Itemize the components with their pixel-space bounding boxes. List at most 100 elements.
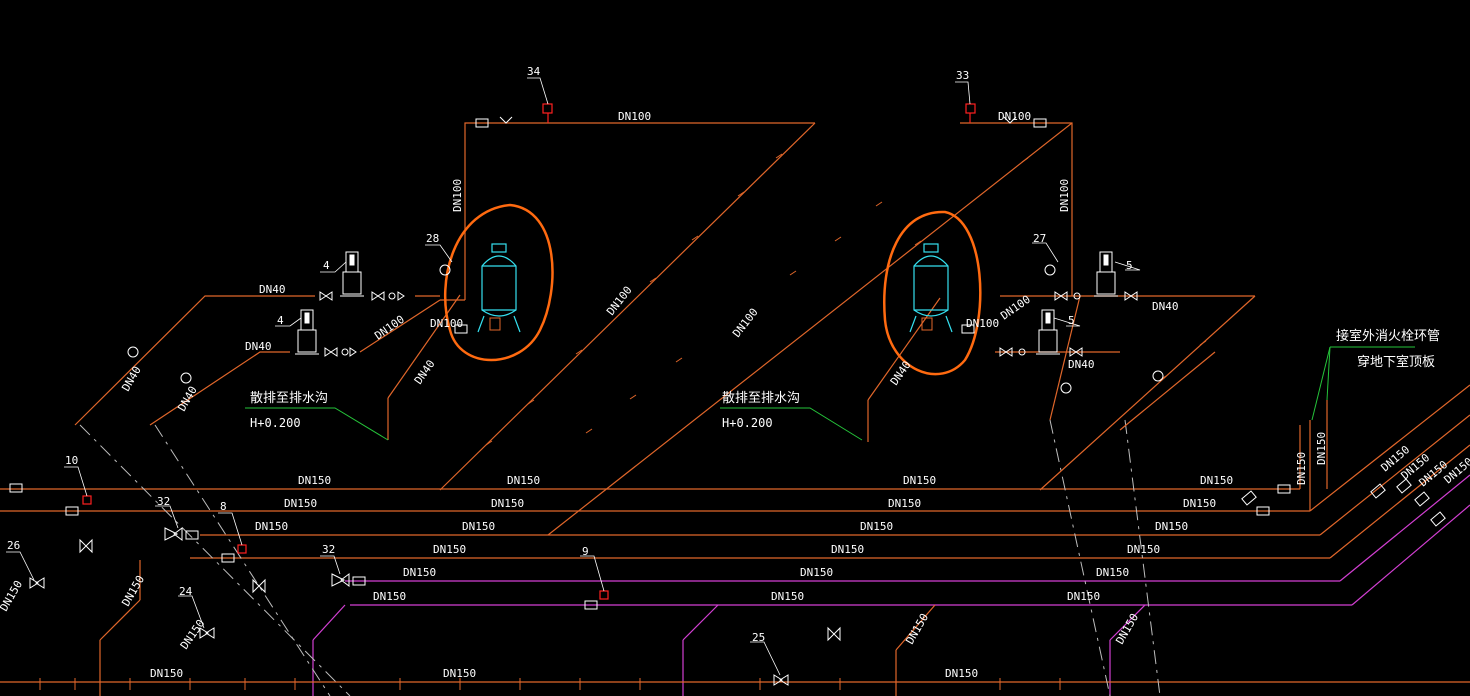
connect-note-line2: 穿地下室顶板 bbox=[1357, 354, 1435, 370]
main-header-pipes bbox=[0, 384, 1470, 696]
pump-4b-icon bbox=[295, 309, 319, 355]
leader-lines bbox=[6, 77, 1141, 676]
dn150-label: DN150 bbox=[860, 520, 893, 533]
tag-8: 8 bbox=[220, 500, 227, 513]
pressure-gauge-icon bbox=[1152, 370, 1164, 382]
dn40-b: DN40 bbox=[245, 340, 272, 353]
tag-27: 27 bbox=[1033, 232, 1046, 245]
diag-right-dn100 bbox=[547, 122, 1073, 536]
dn150-label: DN150 bbox=[771, 590, 804, 603]
tag-24: 24 bbox=[179, 585, 193, 598]
tag-5b: 5 bbox=[1068, 314, 1075, 327]
dn150-label: DN150 bbox=[831, 543, 864, 556]
dn150-label: DN150 bbox=[255, 520, 288, 533]
pressure-tank-left bbox=[477, 243, 521, 333]
pressure-gauge-icon bbox=[180, 372, 192, 384]
tag-4a: 4 bbox=[323, 259, 330, 272]
dn150-label: DN150 bbox=[888, 497, 921, 510]
pressure-gauge-28-icon bbox=[439, 264, 451, 276]
dn40-g: DN40 bbox=[1152, 300, 1179, 313]
valve-box-icon bbox=[1277, 484, 1291, 494]
diag-far-right-2 bbox=[1119, 351, 1216, 431]
dn100-vert-left: DN100 bbox=[451, 179, 464, 212]
bottom-branch-mid bbox=[895, 604, 936, 651]
dn150-label: DN150 bbox=[507, 474, 540, 487]
pressure-gauge-icon bbox=[127, 346, 139, 358]
diag-far-right bbox=[1039, 295, 1256, 491]
tag-5a: 5 bbox=[1126, 259, 1133, 272]
drain-note-left: 散排至排水沟 bbox=[250, 391, 328, 406]
dn150-label: DN150 bbox=[433, 543, 466, 556]
pressure-gauge-icon bbox=[1060, 382, 1072, 394]
connect-note-line1: 接室外消火栓环管 bbox=[1336, 328, 1440, 344]
green-leaders bbox=[245, 346, 1415, 441]
dn150-label: DN150 bbox=[150, 667, 183, 680]
branch-magenta-1 bbox=[312, 604, 346, 641]
upper-pipe-loops bbox=[74, 122, 1255, 426]
dn100-tank-left: DN100 bbox=[430, 317, 463, 330]
bottom-branch-left bbox=[99, 599, 141, 641]
dn150-label: DN150 bbox=[945, 667, 978, 680]
dn150-label: DN150 bbox=[1200, 474, 1233, 487]
branch-magenta-2 bbox=[682, 604, 719, 641]
pump-discharge-left bbox=[359, 299, 441, 353]
diag-header-5 bbox=[1339, 474, 1470, 582]
pump-group bbox=[9, 116, 1446, 686]
gate-valve-icon bbox=[475, 118, 489, 128]
valve-box-icon bbox=[584, 600, 598, 610]
gate-valve-icon bbox=[1033, 118, 1047, 128]
dn150-label: DN150 bbox=[403, 566, 436, 579]
pump-5b-icon bbox=[1036, 309, 1060, 355]
dn150-label: DN150 bbox=[373, 590, 406, 603]
elevation-right: H+0.200 bbox=[722, 416, 773, 430]
valve-box-icon bbox=[1256, 506, 1270, 516]
dn150-label: DN150 bbox=[1096, 566, 1129, 579]
tag-32b: 32 bbox=[322, 543, 335, 556]
tag-25: 25 bbox=[752, 631, 765, 644]
tag-26: 26 bbox=[7, 539, 20, 552]
pressure-gauge-27-icon bbox=[1044, 264, 1056, 276]
tag-4b: 4 bbox=[277, 314, 284, 327]
pump-valve-strings bbox=[319, 291, 1138, 357]
dn150-label: DN150 bbox=[284, 497, 317, 510]
diag-right-drain bbox=[867, 297, 941, 401]
dn100-vert-right: DN100 bbox=[1058, 179, 1071, 212]
pressure-tank-right bbox=[909, 243, 953, 333]
gate-valve-icon bbox=[961, 324, 975, 334]
dn150-label: DN150 bbox=[298, 474, 331, 487]
tag-9: 9 bbox=[582, 545, 589, 558]
tag-28: 28 bbox=[426, 232, 439, 245]
valve-box-icon bbox=[9, 483, 23, 493]
dn150-label: DN150 bbox=[1067, 590, 1100, 603]
dn150-label: DN150 bbox=[1183, 497, 1216, 510]
diag-header-4 bbox=[1329, 444, 1470, 559]
dn100-top-right: DN100 bbox=[998, 110, 1031, 123]
diag-left-dn100 bbox=[439, 122, 816, 491]
loop-left bbox=[464, 122, 815, 300]
check-valve-icon bbox=[499, 116, 513, 124]
tag-33: 33 bbox=[956, 69, 969, 82]
pump-5a-icon bbox=[1094, 251, 1118, 297]
valve-box-icon bbox=[221, 553, 235, 563]
dn40-a: DN40 bbox=[259, 283, 286, 296]
pump-adapter-icon bbox=[331, 573, 350, 587]
dn150-label: DN150 bbox=[443, 667, 476, 680]
dn40-h: DN40 bbox=[1068, 358, 1095, 371]
dn40-left-lower bbox=[149, 351, 290, 426]
diag-header-3 bbox=[1319, 414, 1470, 536]
check-valve-icon bbox=[1003, 116, 1017, 124]
dn150-label: DN150 bbox=[1315, 432, 1328, 465]
loop-right bbox=[960, 122, 1073, 296]
dn150-label: DN150 bbox=[903, 474, 936, 487]
gate-valve-icon bbox=[454, 324, 468, 334]
valve-box-icon bbox=[65, 506, 79, 516]
dn150-label: DN150 bbox=[800, 566, 833, 579]
branch-magenta-3 bbox=[1109, 604, 1146, 641]
pipe-ticks bbox=[485, 153, 1207, 446]
diag-header-6 bbox=[1351, 504, 1470, 606]
diag-header-2 bbox=[1309, 384, 1470, 512]
diagonal-pipes bbox=[387, 122, 1256, 536]
dn150-label: DN150 bbox=[491, 497, 524, 510]
dn100-tank-right: DN100 bbox=[966, 317, 999, 330]
